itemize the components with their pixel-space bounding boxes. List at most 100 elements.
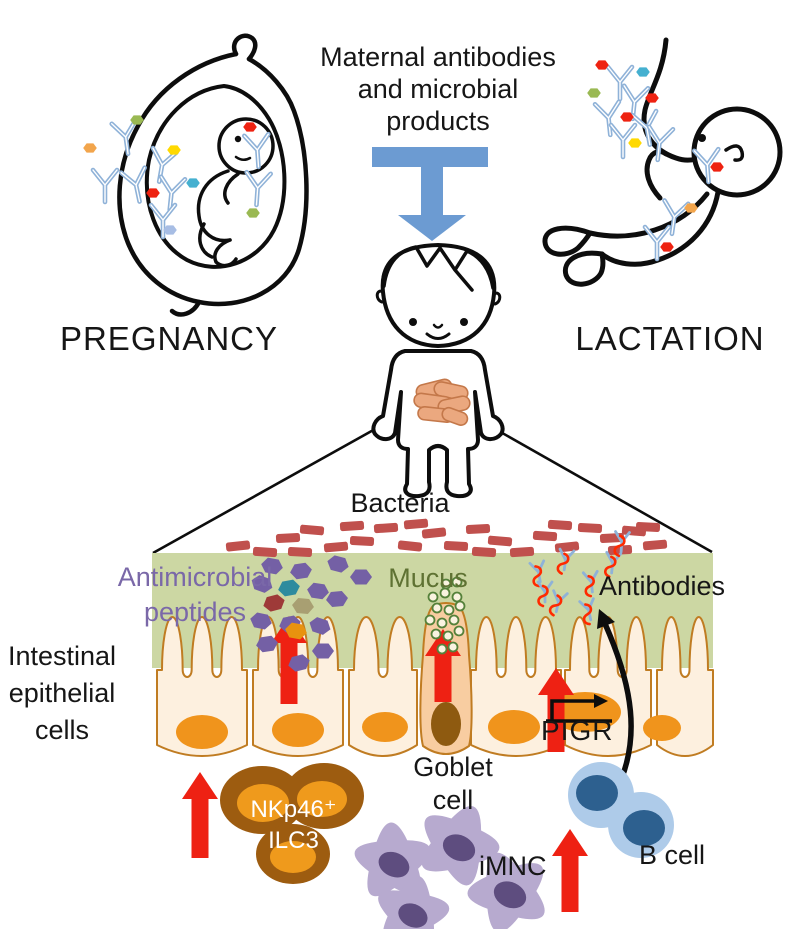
imnc-nucleus xyxy=(378,851,410,878)
maternal-antibodies-title: Maternal antibodies and microbial produc… xyxy=(320,42,556,136)
pigr-gene-arrow xyxy=(546,694,612,723)
bacterium xyxy=(299,524,325,536)
pregnancy-label: PREGNANCY xyxy=(59,320,279,357)
nkp46-ilc3-label: NKp46⁺ ILC3 xyxy=(250,796,337,854)
mucus-granule xyxy=(451,576,463,588)
b-cell-label: B cell xyxy=(639,840,706,870)
mucus-granule xyxy=(431,602,443,614)
mucus-granule xyxy=(448,614,460,626)
imnc-body xyxy=(378,876,450,929)
b-cells xyxy=(568,762,674,858)
bacterium xyxy=(287,546,313,558)
bacterium xyxy=(465,523,491,535)
bacterium xyxy=(532,530,558,542)
pregnancy-illustration xyxy=(83,33,309,317)
mucus-label: Mucus xyxy=(388,563,468,593)
baby-mouth xyxy=(724,144,745,162)
bacterium xyxy=(642,539,668,551)
child-mouth xyxy=(425,332,451,340)
imnc-nucleus xyxy=(398,903,428,928)
child-body xyxy=(371,349,505,499)
bacterium xyxy=(547,519,573,531)
red-up-arrow xyxy=(552,829,588,912)
mucus-granule xyxy=(453,625,465,637)
bacterium xyxy=(339,520,365,532)
fetus-arm xyxy=(223,172,240,205)
epithelial-cell xyxy=(156,616,248,757)
cell-nucleus xyxy=(643,715,681,741)
imnc-cell xyxy=(354,822,431,897)
mucus-granule xyxy=(430,628,442,640)
bacterium xyxy=(487,535,513,547)
imnc-cells xyxy=(354,806,545,929)
antimicrobial-peptides-label: Antimicrobial peptides xyxy=(117,562,273,627)
baby-foot-upper xyxy=(542,225,593,257)
goblet-cell-label: Goblet cell xyxy=(413,752,493,815)
child-nose xyxy=(432,323,444,329)
baby-back xyxy=(587,191,710,239)
mucus-granule xyxy=(443,604,455,616)
bcell-to-lumen-arrow xyxy=(597,609,634,783)
intestinal-epithelial-cells-label: Intestinal epithelial cells xyxy=(7,641,117,745)
bacterium xyxy=(577,522,603,534)
bacterium xyxy=(554,541,580,553)
goblet-nucleus xyxy=(431,702,461,746)
blue-down-arrow xyxy=(372,147,488,241)
bacterium xyxy=(252,546,278,558)
imnc-cell xyxy=(467,852,545,929)
child-figure xyxy=(371,243,505,499)
magnifier-lines xyxy=(152,426,713,555)
microbial-dot xyxy=(83,143,97,153)
fetus-back xyxy=(196,169,232,243)
mucus-granule xyxy=(442,630,454,642)
bacteria-layer xyxy=(225,518,668,558)
baby-eye xyxy=(698,134,706,142)
bacterium xyxy=(323,541,349,553)
bacterium xyxy=(275,532,301,544)
imnc-cell xyxy=(378,876,450,929)
fetus-eye xyxy=(234,135,242,143)
bacterium xyxy=(403,518,429,530)
mucus-granule xyxy=(424,614,436,626)
bacterium xyxy=(509,546,535,558)
red-up-arrow xyxy=(182,772,218,858)
microbial-dot xyxy=(660,242,674,252)
bacterium xyxy=(443,540,469,552)
bacterium xyxy=(397,540,423,552)
mucus-granule xyxy=(440,578,452,590)
child-eye-left xyxy=(409,318,417,326)
cell-nucleus xyxy=(488,710,540,744)
womb-top-hook xyxy=(232,33,258,62)
mucus-granules xyxy=(424,576,466,655)
baby-foot-lower xyxy=(562,250,606,287)
mucus-granule xyxy=(427,591,439,603)
bacteria-label: Bacteria xyxy=(350,488,450,518)
mucus-granule xyxy=(436,643,448,655)
cell-nucleus xyxy=(176,715,228,749)
mucus-granule xyxy=(447,641,459,653)
cell-nucleus xyxy=(362,712,408,742)
microbial-dot xyxy=(636,67,650,77)
mucus-granule xyxy=(454,600,466,612)
womb-bottom-tail xyxy=(169,299,202,317)
imnc-label: iMNC xyxy=(479,851,547,881)
mucus-granule xyxy=(451,591,463,603)
microbial-dot xyxy=(628,138,642,148)
bacterium xyxy=(635,521,661,533)
child-eye-right xyxy=(460,318,468,326)
maternal-antibody xyxy=(93,170,117,202)
pigr-label: PIGR xyxy=(541,715,614,746)
mucus-granule xyxy=(436,617,448,629)
imnc-nucleus xyxy=(493,881,527,909)
imnc-nucleus xyxy=(442,834,476,862)
cell-nucleus xyxy=(272,713,324,747)
antibodies-label: Antibodies xyxy=(598,571,726,601)
ilc3-cells xyxy=(220,763,364,884)
child-ears xyxy=(375,289,502,306)
bacterium xyxy=(373,522,399,534)
transcription-arrowhead xyxy=(594,694,608,708)
arrowhead xyxy=(597,609,615,629)
fetus-leg xyxy=(213,238,238,268)
